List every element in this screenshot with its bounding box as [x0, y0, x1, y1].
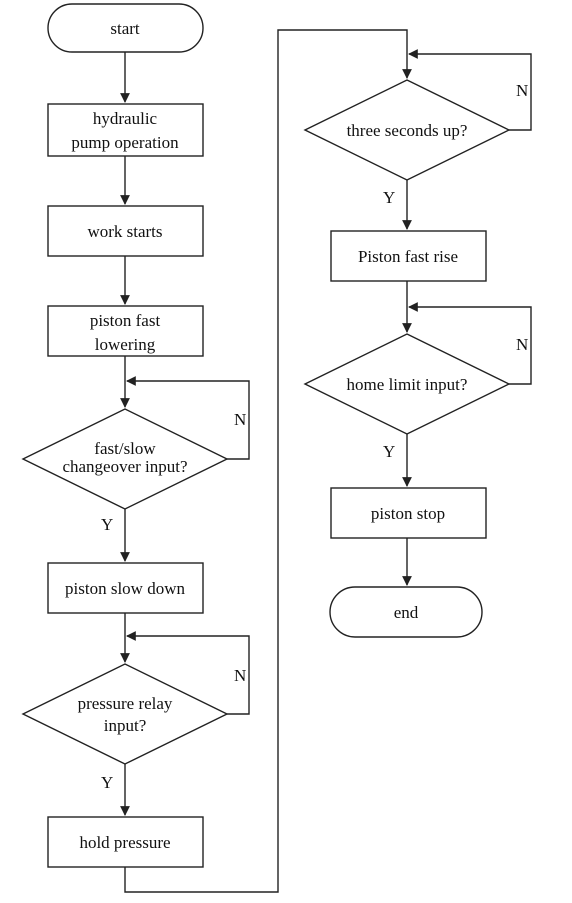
home-limit-label: home limit input?: [347, 375, 468, 394]
hold-pressure-label: hold pressure: [79, 833, 170, 852]
slow-down-label: piston slow down: [65, 579, 185, 598]
changeover-line1: fast/slow: [94, 439, 156, 458]
home-limit-yes-label: Y: [383, 442, 395, 461]
fast-rise-label: Piston fast rise: [358, 247, 458, 266]
relay-line2: input?: [104, 716, 147, 735]
hold-pressure-box: [47, 816, 204, 868]
three-seconds-label: three seconds up?: [347, 121, 468, 140]
work-starts-label: work starts: [87, 222, 162, 241]
fast-rise-box: [330, 230, 487, 282]
changeover-line2: changeover input?: [62, 457, 187, 476]
fast-lowering-box: [47, 305, 204, 357]
piston-stop-box: [330, 487, 487, 539]
end-terminal: [329, 586, 483, 638]
hydraulic-pump-box: [47, 103, 204, 157]
piston-stop-label: piston stop: [371, 504, 445, 523]
three-seconds-yes-label: Y: [383, 188, 395, 207]
three-seconds-no-loop: [408, 49, 532, 131]
home-limit-no-loop: [408, 302, 532, 385]
hydraulic-label-line2: pump operation: [71, 133, 179, 152]
fast-lowering-line1: piston fast: [90, 311, 161, 330]
home-limit-no-label: N: [516, 335, 528, 354]
relay-no-loop: [126, 631, 250, 715]
relay-line1: pressure relay: [78, 694, 173, 713]
pressure-relay-decision: [21, 663, 229, 765]
relay-no-label: N: [234, 666, 246, 685]
changeover-no-label: N: [234, 410, 246, 429]
fast-lowering-line2: lowering: [95, 335, 156, 354]
changeover-yes-label: Y: [101, 515, 113, 534]
end-label: end: [394, 603, 419, 622]
hydraulic-label-line1: hydraulic: [93, 109, 158, 128]
three-seconds-no-label: N: [516, 81, 528, 100]
relay-yes-label: Y: [101, 773, 113, 792]
changeover-no-loop: [126, 376, 250, 460]
connector-to-right-column: [124, 29, 412, 893]
start-label: start: [110, 19, 140, 38]
